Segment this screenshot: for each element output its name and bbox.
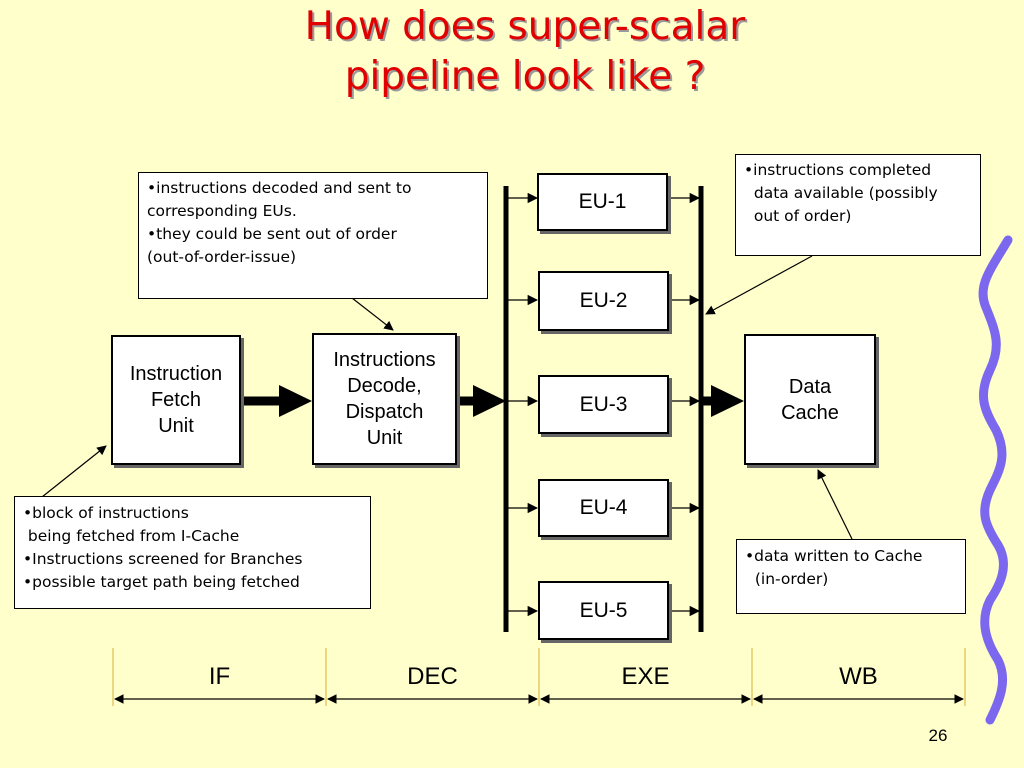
decode-unit-label: Decode, (347, 375, 422, 397)
decode-note-line: •they could be sent out of order (147, 225, 397, 243)
completed-note-line: out of order) (744, 207, 852, 225)
fetch-unit-label: Unit (158, 415, 194, 437)
decode-note-line: (out-of-order-issue) (147, 248, 297, 266)
decode-note: •instructions decoded and sent to corres… (138, 172, 488, 299)
fetch-note: •block of instructions being fetched fro… (14, 496, 371, 609)
title-line-2: pipeline look like ? (344, 54, 706, 99)
title-line-1: How does super-scalar (304, 4, 746, 49)
eu-arrows (508, 192, 701, 617)
cache-label: Data (788, 375, 832, 398)
eu-label: EU-2 (579, 289, 628, 312)
fetch-to-decode-arrow (241, 385, 312, 417)
eu-label: EU-5 (579, 598, 628, 622)
decode-unit-label: Instructions (333, 349, 436, 371)
cache-note-line: •data written to Cache (745, 547, 923, 565)
cache-label: Cache (781, 401, 839, 424)
stage-dividers (112, 648, 966, 706)
cache-note-pointer (817, 469, 853, 540)
cache-note-line: (in-order) (745, 570, 829, 588)
stage-label-dec: DEC (407, 663, 458, 690)
fetch-note-line: •Instructions screened for Branches (23, 550, 303, 568)
eu-label: EU-1 (578, 190, 627, 213)
bus-to-cache-arrow (701, 385, 744, 417)
fetch-unit-label: Instruction (129, 363, 223, 385)
completed-note-line: data available (possibly (744, 184, 938, 202)
stage-label-if: IF (208, 663, 231, 690)
completed-note-pointer (705, 255, 813, 315)
decode-to-bus-arrow (457, 385, 506, 417)
execution-unit-5: EU-5 (538, 581, 669, 640)
decode-note-line: •instructions decoded and sent to (147, 179, 412, 197)
fetch-unit-label: Fetch (150, 389, 201, 411)
page-number: 26 (928, 726, 948, 745)
completed-note-line: •instructions completed (744, 161, 932, 179)
instruction-fetch-unit: Instruction Fetch Unit (111, 335, 241, 465)
slide-title: How does super-scalar pipeline look like… (180, 2, 870, 102)
decode-dispatch-unit: Instructions Decode, Dispatch Unit (312, 333, 457, 465)
data-cache: Data Cache (744, 334, 876, 465)
completed-note: •instructions completed data available (… (735, 154, 981, 256)
execution-unit-4: EU-4 (538, 479, 669, 537)
cache-note: •data written to Cache (in-order) (736, 539, 966, 614)
wavy-decoration (978, 235, 1013, 725)
decode-unit-label: Unit (366, 427, 403, 449)
decode-note-pointer (351, 297, 394, 331)
decode-note-line: corresponding EUs. (147, 202, 297, 220)
eu-label: EU-4 (579, 496, 628, 519)
fetch-note-pointer (41, 445, 107, 498)
fetch-note-line: •block of instructions (23, 504, 189, 522)
decode-unit-label: Dispatch (345, 401, 424, 423)
stage-label-wb: WB (839, 663, 878, 690)
execution-unit-3: EU-3 (538, 375, 669, 434)
eu-label: EU-3 (579, 392, 628, 416)
execution-unit-1: EU-1 (537, 173, 668, 231)
execution-unit-2: EU-2 (538, 271, 669, 331)
fetch-note-line: being fetched from I-Cache (23, 527, 240, 545)
stage-label-exe: EXE (621, 663, 670, 690)
fetch-note-line: •possible target path being fetched (23, 573, 300, 591)
